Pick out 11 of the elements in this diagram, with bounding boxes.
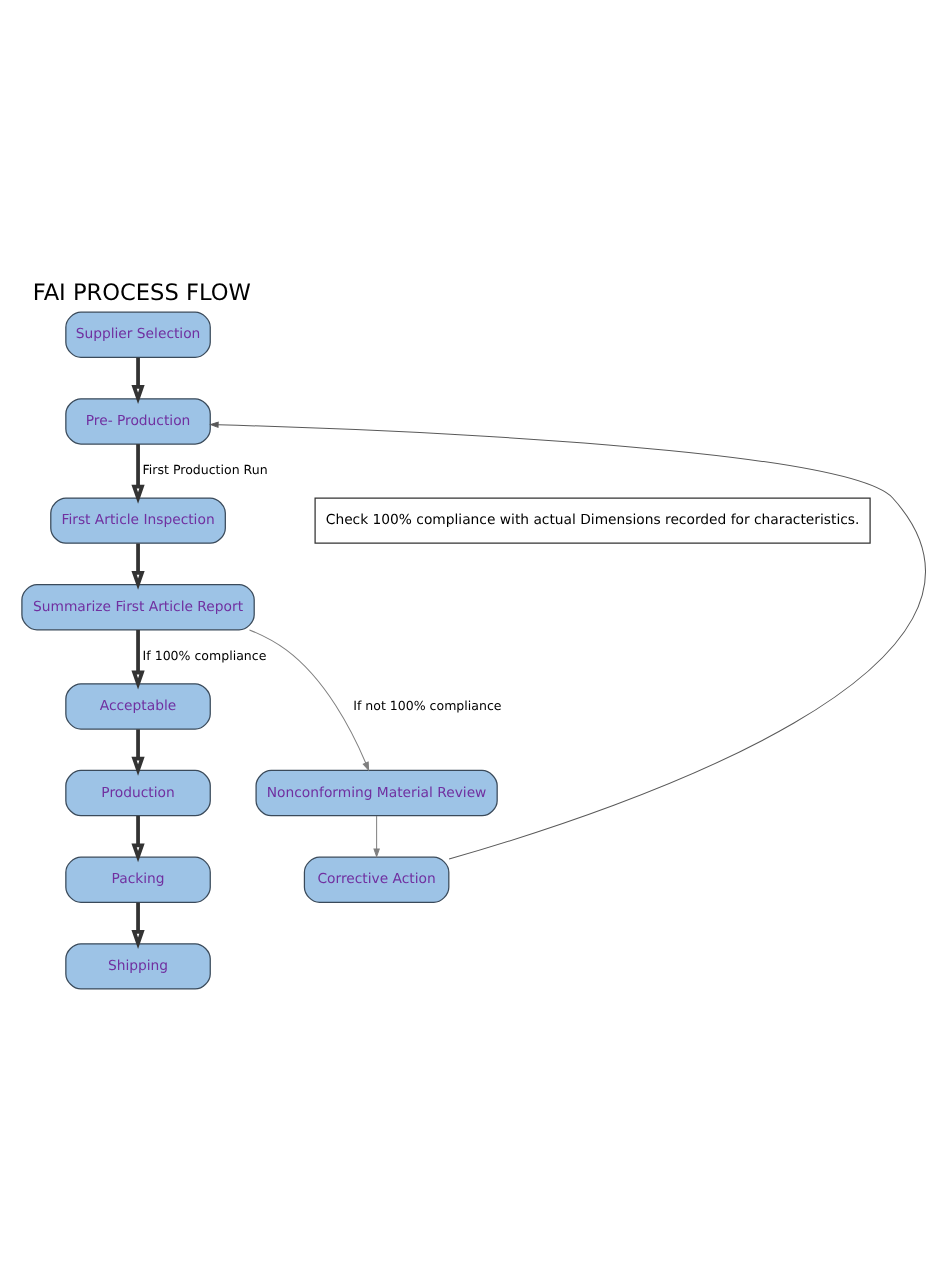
arrow	[210, 420, 926, 859]
arrow	[131, 356, 145, 403]
arrow	[249, 628, 370, 770]
arrow	[131, 815, 145, 862]
diagram-title: FAI PROCESS FLOW	[32, 279, 251, 306]
arrow	[373, 814, 380, 857]
arrow	[131, 728, 145, 775]
arrow	[131, 628, 145, 689]
arrow	[131, 901, 145, 948]
arrow	[131, 542, 145, 589]
arrow	[131, 443, 145, 503]
